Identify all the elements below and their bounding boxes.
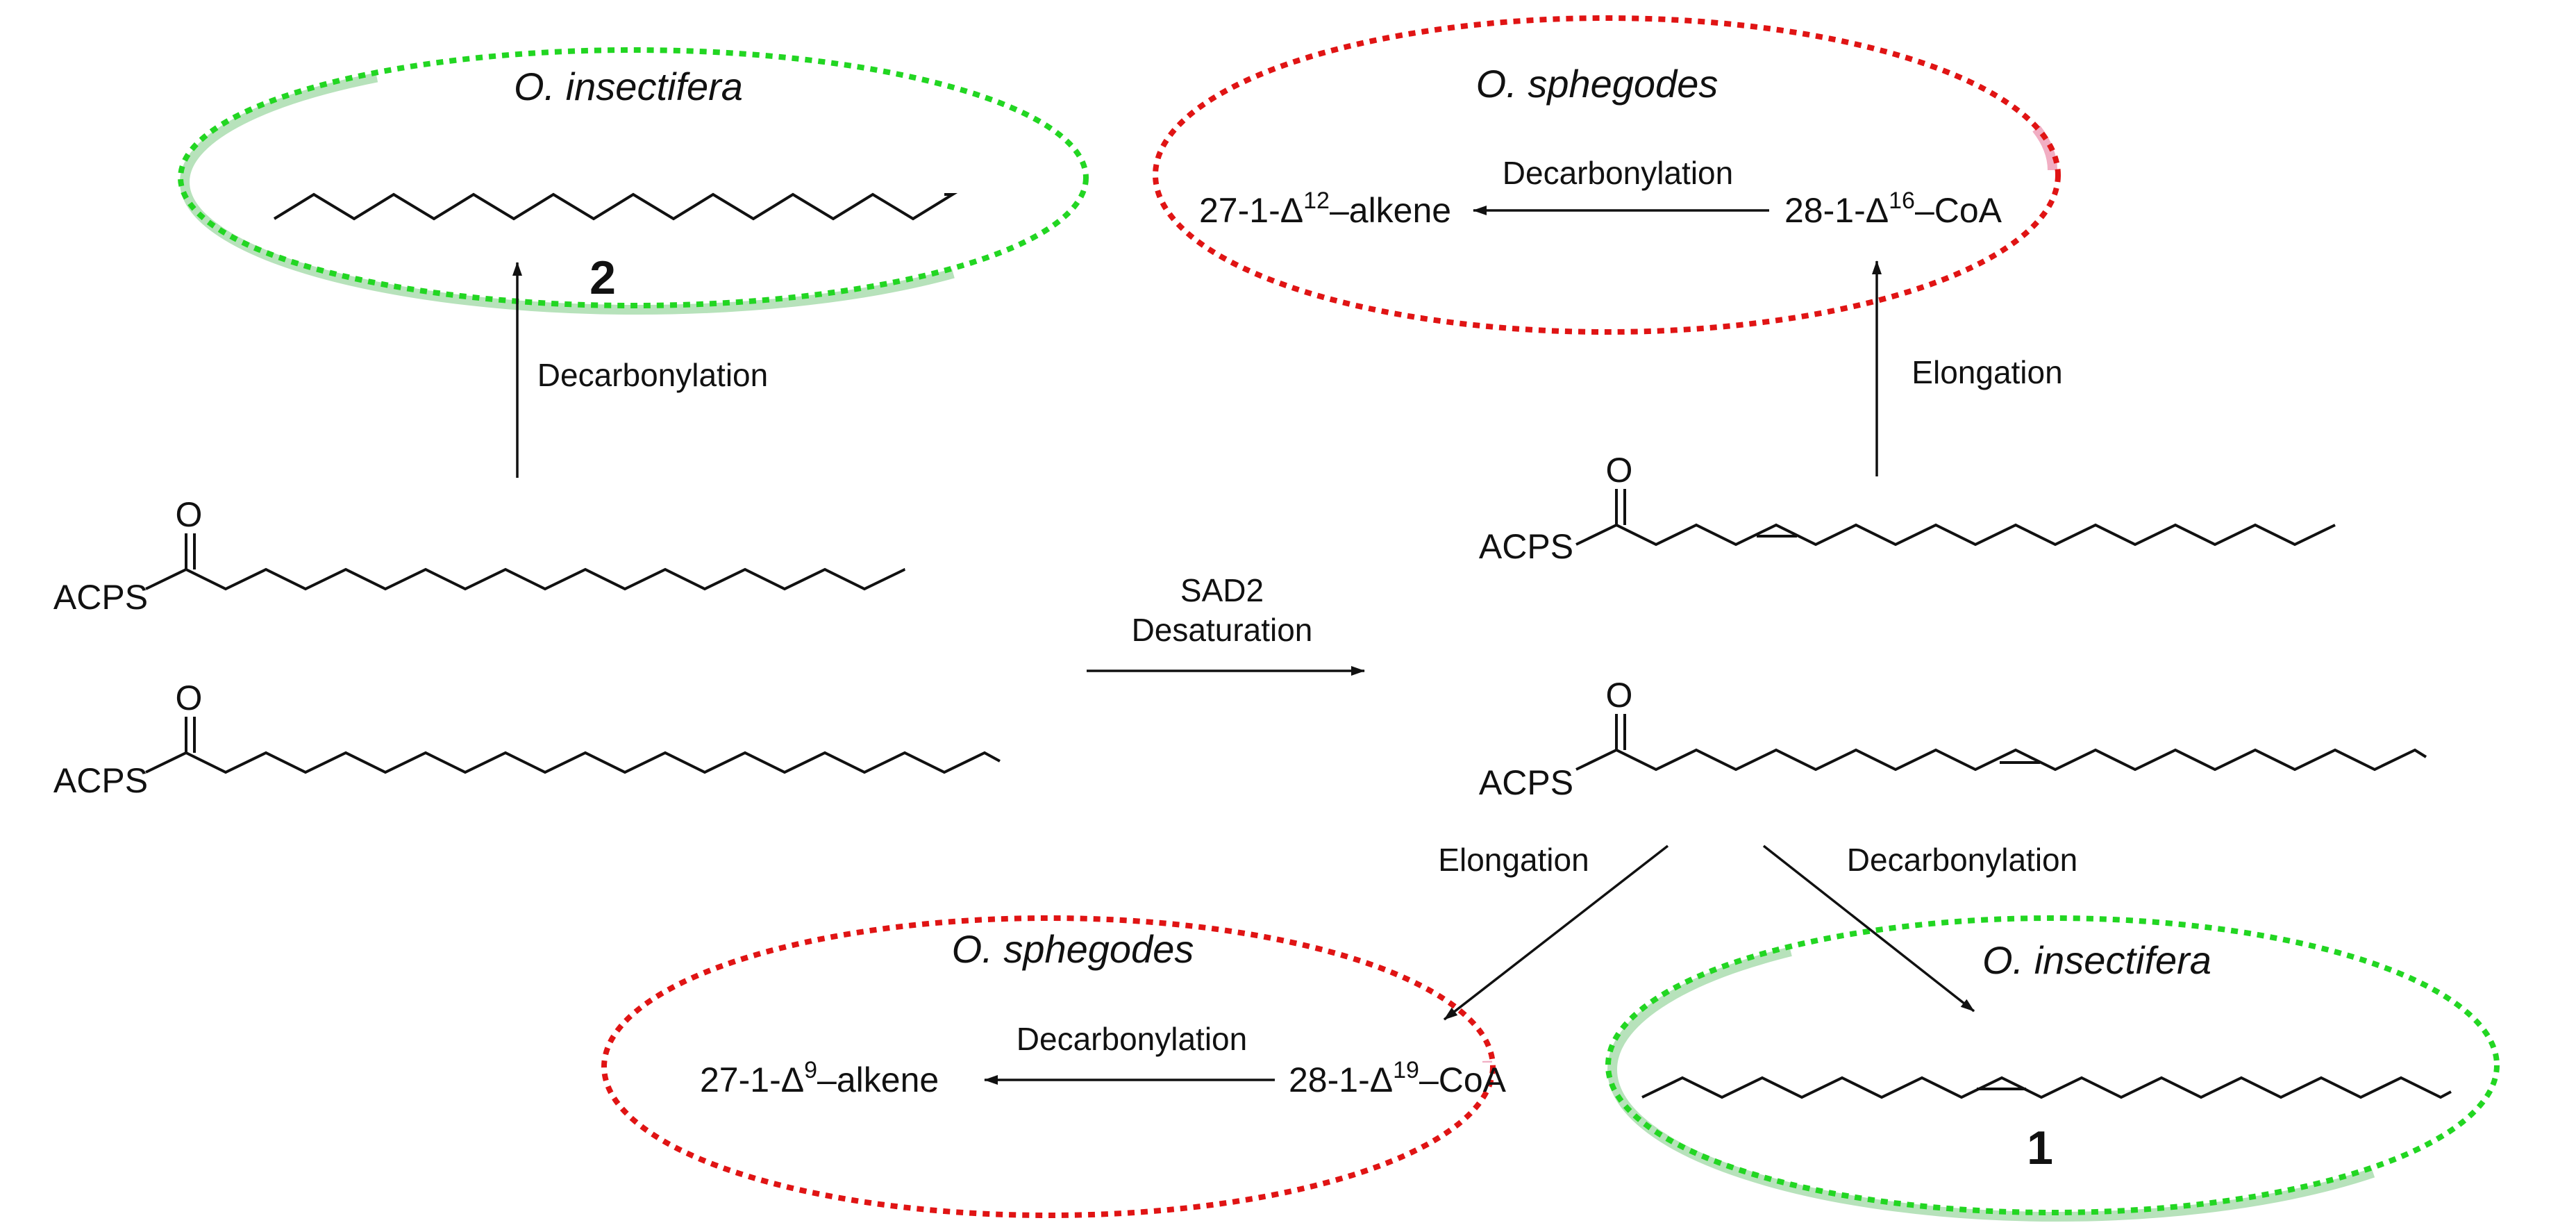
species-label-insectifera-bottom: O. insectifera <box>1982 938 2211 982</box>
compound-1-structure <box>1641 1076 2452 1099</box>
acyl-acp-c18: O ACPS <box>53 679 1001 800</box>
oxygen-label: O <box>176 679 203 717</box>
oxygen-label: O <box>1606 451 1633 490</box>
label-elongation-down: Elongation <box>1438 842 1589 878</box>
product-alkene-d12: 27-1-Δ12–alkene <box>1199 188 1451 230</box>
product-alkene-d9: 27-1-Δ9–alkene <box>700 1057 939 1099</box>
label-decarbonylation-top-right: Decarbonylation <box>1503 155 1733 191</box>
species-label-insectifera-top: O. insectifera <box>514 65 743 108</box>
compound-2-label: 2 <box>589 251 616 304</box>
precursor-coa-d19: 28-1-Δ19–CoA <box>1289 1057 1507 1099</box>
acps-label: ACPS <box>53 761 148 800</box>
oxygen-label: O <box>176 495 203 534</box>
acps-label: ACPS <box>53 578 148 617</box>
acyl-acp-c18-1: O ACPS <box>1479 676 2427 802</box>
label-decarbonylation-up: Decarbonylation <box>537 357 768 393</box>
label-decarbonylation-bottom-left: Decarbonylation <box>1017 1021 1247 1057</box>
acyl-acp-c16: O ACPS <box>53 495 905 617</box>
ellipse-insectifera-bottom <box>1605 915 2506 1222</box>
ellipse-insectifera-top <box>178 47 1095 315</box>
label-desaturation: Desaturation <box>1132 612 1313 648</box>
species-label-sphegodes-top: O. sphegodes <box>1476 62 1718 106</box>
precursor-coa-d16: 28-1-Δ16–CoA <box>1784 188 2002 230</box>
oxygen-label: O <box>1606 676 1633 715</box>
arrow-decarbonylation-down <box>1762 844 1975 1013</box>
acps-label: ACPS <box>1479 527 1573 566</box>
ellipse-sphegodes-bottom <box>594 909 1496 1218</box>
ellipse-sphegodes-top <box>1145 8 2061 335</box>
acyl-acp-c16-1: O ACPS <box>1479 451 2336 566</box>
label-elongation-up: Elongation <box>1912 354 2062 390</box>
compound-2-chain <box>273 192 958 221</box>
compound-1-label: 1 <box>2027 1122 2053 1174</box>
species-label-sphegodes-bottom: O. sphegodes <box>952 927 1194 971</box>
arrow-elongation-down <box>1443 844 1669 1021</box>
acps-label: ACPS <box>1479 763 1573 802</box>
label-decarbonylation-down: Decarbonylation <box>1847 842 2077 878</box>
label-sad2: SAD2 <box>1180 572 1264 608</box>
